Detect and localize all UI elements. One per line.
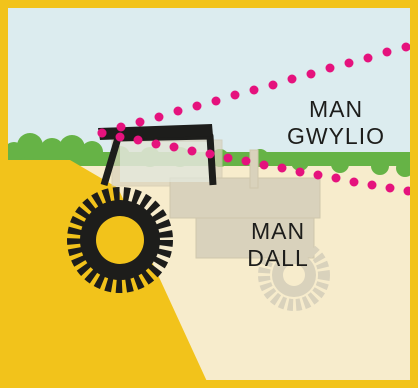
front-wheel bbox=[258, 239, 330, 311]
sightlines bbox=[97, 42, 410, 196]
rear-tyre-hub bbox=[96, 216, 144, 264]
cab-window bbox=[120, 142, 212, 182]
visible-zone-label: MAN GWYLIO bbox=[286, 96, 385, 149]
cab-roof bbox=[98, 124, 213, 140]
sightline-lower bbox=[97, 128, 410, 196]
rear-tyre bbox=[67, 187, 173, 293]
blind-zone-label: MAN DALL bbox=[247, 218, 309, 271]
